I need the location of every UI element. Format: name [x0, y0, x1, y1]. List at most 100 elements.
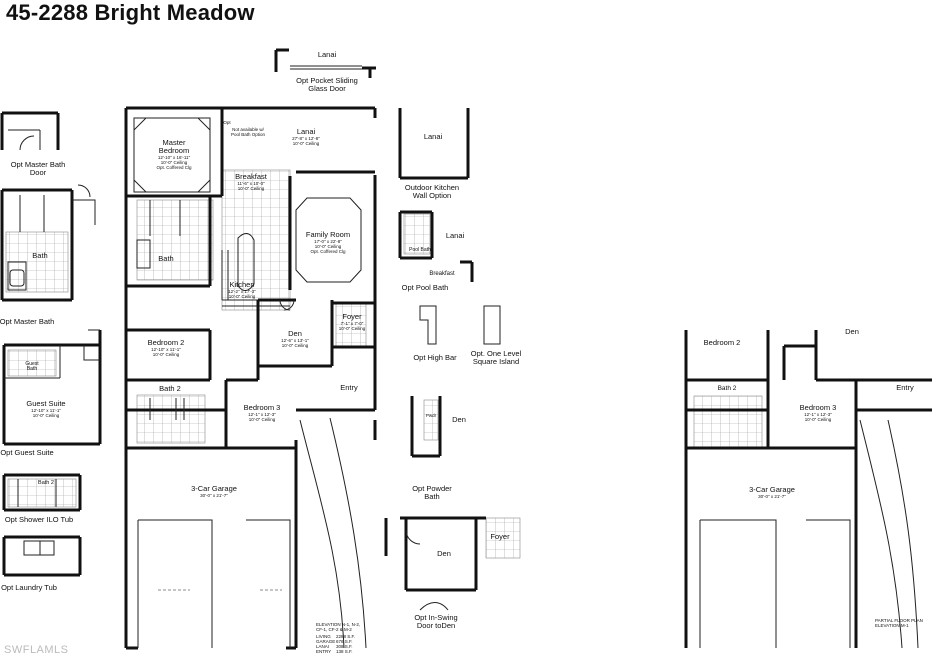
label-opt-small: Opt: [223, 120, 231, 125]
room-name: Den: [437, 549, 451, 558]
room-name: 3-Car Garage: [191, 484, 237, 493]
room-breakfast: Breakfast 11'-6" x 10'-0" 10'-0" Ceiling: [235, 172, 267, 192]
room-name: 3-Car Garage: [749, 485, 795, 494]
label-guest-suite-opt: Opt Guest Suite: [0, 448, 54, 457]
plan-title: 45-2288 Bright Meadow: [6, 0, 255, 25]
room-dims: 27'-8" x 12'-8" 10'-0" Ceiling: [292, 136, 320, 146]
room-dims: 12'-10" x 16'-11" 10'-0" Ceiling Opt. Co…: [156, 155, 192, 170]
room-entry: Entry: [340, 384, 358, 392]
label-outdoor-kitchen: Outdoor Kitchen Wall Option: [404, 183, 460, 200]
room-name: Kitchen: [229, 280, 255, 289]
room-dims: 12'-6" x 13'-1" 10'-0" Ceiling: [281, 338, 309, 348]
room-dims: 12'-1" x 12'-3" 10'-0" Ceiling: [804, 412, 832, 422]
room-name: Pwdr: [425, 413, 437, 418]
partial-bedroom-2: Bedroom 2: [704, 339, 741, 347]
stats-row: LIVING 2288 S.F.: [316, 634, 356, 639]
room-inswing-foyer: Foyer: [490, 533, 509, 541]
label-powder-bath: Opt Powder Bath: [412, 484, 452, 501]
label-lanai-top: Lanai: [317, 50, 337, 59]
elevation-caption: ELEVATION N-1, N-2, CF-1, CF-2 & M-2: [316, 622, 361, 632]
stats-label: ENTRY: [316, 649, 332, 654]
label-shower-ilo-tub: Opt Shower ILO Tub: [4, 515, 74, 524]
room-name: Foyer: [490, 532, 510, 541]
partial-garage: 3-Car Garage 30'-0" x 21'-7": [749, 485, 795, 500]
room-name: Breakfast: [235, 172, 267, 181]
room-name: Den: [845, 327, 859, 336]
room-dims: 12'-2" x 17'-3" 10'-0" Ceiling: [228, 289, 256, 299]
one-level-island-option-drawing: [483, 305, 501, 345]
opt-pocket-sliding-door-drawing: [274, 48, 376, 78]
room-bath-2: Bath 2: [159, 385, 181, 393]
room-family-room: Family Room 17'-0" x 22'-8" 10'-0" Ceili…: [305, 230, 351, 255]
room-powder-den: Den: [452, 416, 466, 424]
opt-guest-suite-drawing: [2, 329, 102, 446]
room-pool-lanai: Lanai: [446, 232, 464, 240]
area-stats: LIVING 2288 S.F. GARAGE676 S.F. LANAI 308 …: [316, 634, 356, 654]
partial-bath-2: Bath 2: [718, 385, 737, 393]
label-laundry-tub: Opt Laundry Tub: [1, 583, 57, 592]
outdoor-kitchen-option-drawing: [398, 108, 470, 180]
stats-value: 2288 S.F.: [336, 634, 356, 639]
room-dims: 12'-10" x 11'-1" 10'-0" Ceiling: [151, 347, 181, 357]
room-dims: 7'-1" x 7'-0" 10'-0" Ceiling: [338, 321, 366, 331]
partial-floor-plan-drawing: [684, 330, 932, 649]
room-kitchen: Kitchen 12'-2" x 17'-3" 10'-0" Ceiling: [228, 280, 256, 300]
stats-value: 308 S.F.: [336, 644, 353, 649]
powder-bath-option-drawing: [410, 396, 442, 458]
opt-master-bath-drawing: [0, 184, 96, 302]
room-name: Lanai: [423, 132, 443, 141]
room-name: Bath 2: [38, 480, 54, 486]
room-guest-suite: Guest Suite 12'-10" x 11'-1" 10'-0" Ceil…: [26, 399, 66, 419]
room-name: Bedroom 3: [799, 403, 837, 412]
inswing-door-option-drawing: [384, 516, 521, 611]
room-name: Guest Suite: [26, 399, 66, 408]
room-name: Bedroom 2: [147, 338, 185, 347]
label-not-available: Not available w/ Pool Bath Option: [230, 127, 266, 137]
room-name: Entry: [896, 383, 914, 392]
stats-row: LANAI 308 S.F.: [316, 644, 356, 649]
room-bedroom-3: Bedroom 3 12'-1" x 12'-3" 10'-0" Ceiling: [243, 403, 281, 423]
room-name: Pool Bath: [409, 247, 431, 253]
stats-value: 676 S.F.: [336, 639, 353, 644]
room-dims: 12'-1" x 12'-3" 10'-0" Ceiling: [248, 412, 276, 422]
label-bath-small: Bath: [32, 251, 48, 260]
room-foyer: Foyer 7'-1" x 7'-0" 10'-0" Ceiling: [338, 313, 366, 332]
label-master-bath-door: Opt Master Bath Door: [10, 160, 66, 177]
room-name: Den: [288, 329, 302, 338]
opt-laundry-tub-drawing: [2, 535, 82, 577]
room-name: Breakfast: [429, 271, 455, 277]
room-pool-breakfast: Breakfast: [429, 271, 455, 277]
room-name: Bath: [158, 254, 174, 263]
room-name: Lanai: [296, 127, 316, 136]
room-guest-bath: Guest Bath: [25, 362, 38, 372]
room-name: Bedroom 3: [243, 403, 281, 412]
room-pwdr: Pwdr: [426, 413, 436, 418]
partial-bedroom-3: Bedroom 3 12'-1" x 12'-3" 10'-0" Ceiling: [799, 403, 837, 423]
room-name: Den: [452, 415, 466, 424]
room-dims: 30'-0" x 21'-7": [758, 494, 786, 499]
room-den: Den 12'-6" x 13'-1" 10'-0" Ceiling: [281, 329, 309, 349]
room-name: Bedroom 2: [703, 338, 741, 347]
room-dims: 11'-6" x 10'-0" 10'-0" Ceiling: [237, 181, 265, 191]
stats-row: GARAGE676 S.F.: [316, 639, 356, 644]
high-bar-option-drawing: [419, 305, 437, 345]
room-dims: 30'-0" x 21'-7": [200, 493, 228, 498]
room-bath: Bath: [158, 255, 173, 263]
label-one-level-island: Opt. One Level Square Island: [470, 349, 522, 366]
room-garage: 3-Car Garage 30'-0" x 21'-7": [191, 484, 237, 499]
label-pocket-sliding: Opt Pocket Sliding Glass Door: [296, 76, 358, 93]
stats-label: LIVING: [316, 634, 331, 639]
stats-label: LANAI: [316, 644, 330, 649]
partial-den: Den: [845, 328, 859, 336]
label-pool-bath-opt: Opt Pool Bath: [401, 283, 449, 292]
room-name: Entry: [340, 383, 358, 392]
room-dims: 12'-10" x 11'-1" 10'-0" Ceiling: [31, 408, 61, 418]
room-shower-bath-2: Bath 2: [38, 480, 54, 486]
opt-master-bath-door-drawing: [0, 111, 60, 151]
room-name: Bath 2: [159, 384, 181, 393]
room-pool-bath: Pool Bath: [409, 248, 431, 253]
room-lanai: Lanai 27'-8" x 12'-8" 10'-0" Ceiling: [292, 127, 320, 147]
watermark: SWFLAMLS: [4, 644, 69, 656]
room-name: Family Room: [305, 230, 351, 239]
